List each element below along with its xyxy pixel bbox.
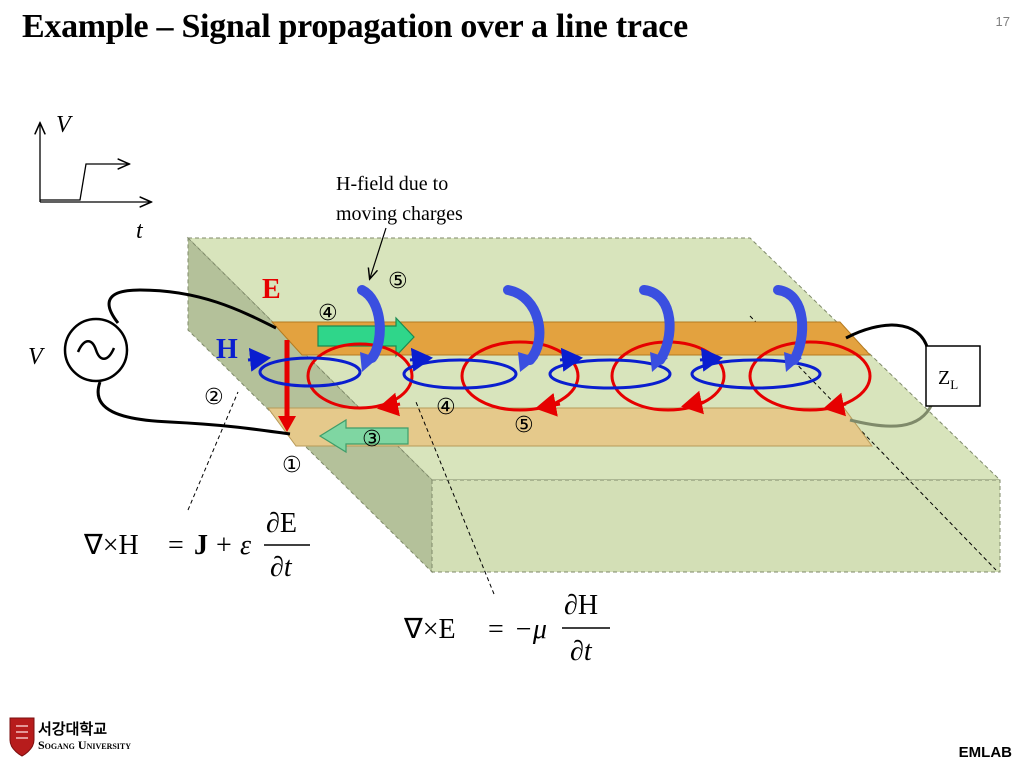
faraday-denominator: ∂t	[570, 636, 593, 667]
curl-arrowhead	[784, 352, 802, 372]
ampere-J: J	[194, 530, 208, 561]
curl-arrows	[357, 285, 808, 365]
step-5-top: ⑤	[388, 269, 408, 294]
ampere-plus: +	[216, 530, 232, 561]
load-wire-top	[845, 323, 930, 351]
shield-detail	[16, 725, 28, 739]
step-4-top: ④	[318, 301, 338, 326]
current-arrow-return	[318, 418, 409, 454]
curl-arrow	[503, 285, 545, 365]
e-field-loop-arrow	[535, 392, 561, 417]
h-field-loops	[247, 347, 822, 390]
board-front-face	[431, 479, 1001, 573]
curl-arrow	[773, 285, 808, 365]
top-signal-trace	[270, 321, 872, 356]
voltage-step-inset: V t	[40, 112, 150, 244]
h-field-loop	[402, 358, 518, 390]
h-field-loop-arrow	[699, 347, 723, 372]
faraday-minus-mu: −μ	[514, 614, 547, 645]
inset-step-waveform	[40, 164, 128, 201]
university-name-korean: 서강대학교	[38, 720, 108, 738]
curl-arrow	[639, 285, 675, 365]
annotation-line-2: moving charges	[336, 203, 463, 225]
load-label: ZL	[938, 367, 958, 392]
h-field-loop	[258, 356, 362, 388]
curl-arrowheads	[360, 352, 802, 372]
h-field-loop-arrow	[247, 347, 271, 372]
faraday-equals: =	[488, 614, 504, 645]
load-wire-bottom	[849, 403, 934, 428]
ampere-equals: =	[168, 530, 184, 561]
page-number: 17	[995, 14, 1010, 29]
step-4-mid: ④	[436, 395, 456, 420]
current-arrow-forward	[317, 316, 415, 358]
h-field-loop	[690, 358, 822, 390]
curl-arrow	[357, 285, 385, 363]
ampere-denominator: ∂t	[270, 552, 293, 583]
annotation-line-1: H-field due to	[336, 173, 448, 195]
e-field-loop	[460, 340, 580, 412]
annotation-pointer	[370, 227, 387, 278]
ampere-numerator: ∂E	[266, 508, 297, 539]
e-field-loop-arrow	[377, 392, 401, 417]
inset-x-label: t	[136, 218, 144, 244]
curl-arrowhead	[518, 352, 538, 372]
university-name-english: Sogang University	[38, 738, 132, 752]
ampere-epsilon: ε	[240, 530, 251, 561]
h-field-loop-arrow	[409, 347, 433, 372]
curl-arrowhead	[650, 352, 668, 372]
university-shield-icon	[9, 717, 35, 757]
e-field-label: E	[262, 274, 281, 305]
step-5-mid: ⑤	[514, 413, 534, 438]
h-field-loop-arrow	[559, 347, 583, 372]
ampere-equation: ∇×H = J + ε ∂E ∂t	[83, 508, 310, 583]
e-field-loop	[306, 342, 414, 410]
slide-title: Example – Signal propagation over a line…	[22, 8, 688, 45]
faraday-lhs: ∇×E	[403, 614, 456, 645]
e-field-loop	[748, 340, 872, 412]
ampere-lhs: ∇×H	[83, 530, 139, 561]
step-2: ②	[204, 385, 224, 410]
source-wire-bottom	[96, 381, 291, 436]
e-field-loop-arrow	[681, 390, 705, 415]
step-3: ③	[362, 427, 382, 452]
faraday-numerator: ∂H	[564, 590, 598, 621]
leader-ampere	[187, 391, 239, 511]
e-field-loop-arrow	[823, 392, 847, 417]
e-field-vertical-arrowhead	[278, 416, 296, 432]
transmission-line-diagram: V t V ZL	[28, 112, 1002, 667]
h-field-label: H	[216, 334, 238, 365]
university-logo	[9, 717, 35, 757]
sine-wave-icon	[76, 340, 116, 360]
curl-arrowhead	[360, 352, 378, 372]
lab-name: EMLAB	[958, 744, 1012, 761]
load-impedance-box	[925, 345, 981, 407]
inset-y-label: V	[56, 112, 73, 138]
h-field-loop	[548, 358, 672, 390]
faraday-equation: ∇×E = −μ ∂H ∂t	[403, 590, 610, 667]
step-markers: ⑤ ④ ② ④ ⑤ ③ ①	[204, 269, 534, 478]
source-wire-top	[107, 288, 277, 330]
pcb-board	[186, 236, 1002, 574]
source-label: V	[28, 344, 45, 370]
step-1: ①	[282, 453, 302, 478]
